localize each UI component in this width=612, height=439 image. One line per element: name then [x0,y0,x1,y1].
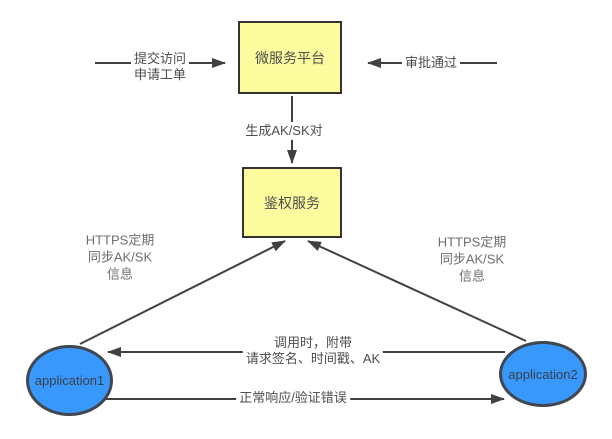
node-application2-label: application2 [508,366,578,382]
edge-label-normal-response: 正常响应/验证错误 [236,388,350,408]
connector-sync-app1-auth [79,240,286,345]
node-microservice-platform: 微服务平台 [238,21,342,94]
node-application1-label: application1 [34,373,105,388]
node-auth-service-label: 鉴权服务 [264,194,320,211]
edge-label-sync-right: HTTPS定期 同步AK/SK 信息 [437,234,507,284]
edge-label-approved: 审批通过 [401,53,461,73]
node-application2: application2 [499,341,587,407]
edge-label-submit-ticket: 提交访问 申请工单 [130,49,190,85]
connector-sync-app2-auth [307,240,527,342]
edge-label-sync-left: HTTPS定期 同步AK/SK 信息 [85,232,155,282]
node-application1: application1 [26,345,113,416]
node-auth-service: 鉴权服务 [242,167,342,238]
edge-label-generate-aksk: 生成AK/SK对 [242,121,326,141]
edge-label-invoke-request: 调用时，附带 请求签名、时间戳、AK [242,333,384,369]
node-microservice-platform-label: 微服务平台 [255,49,325,66]
